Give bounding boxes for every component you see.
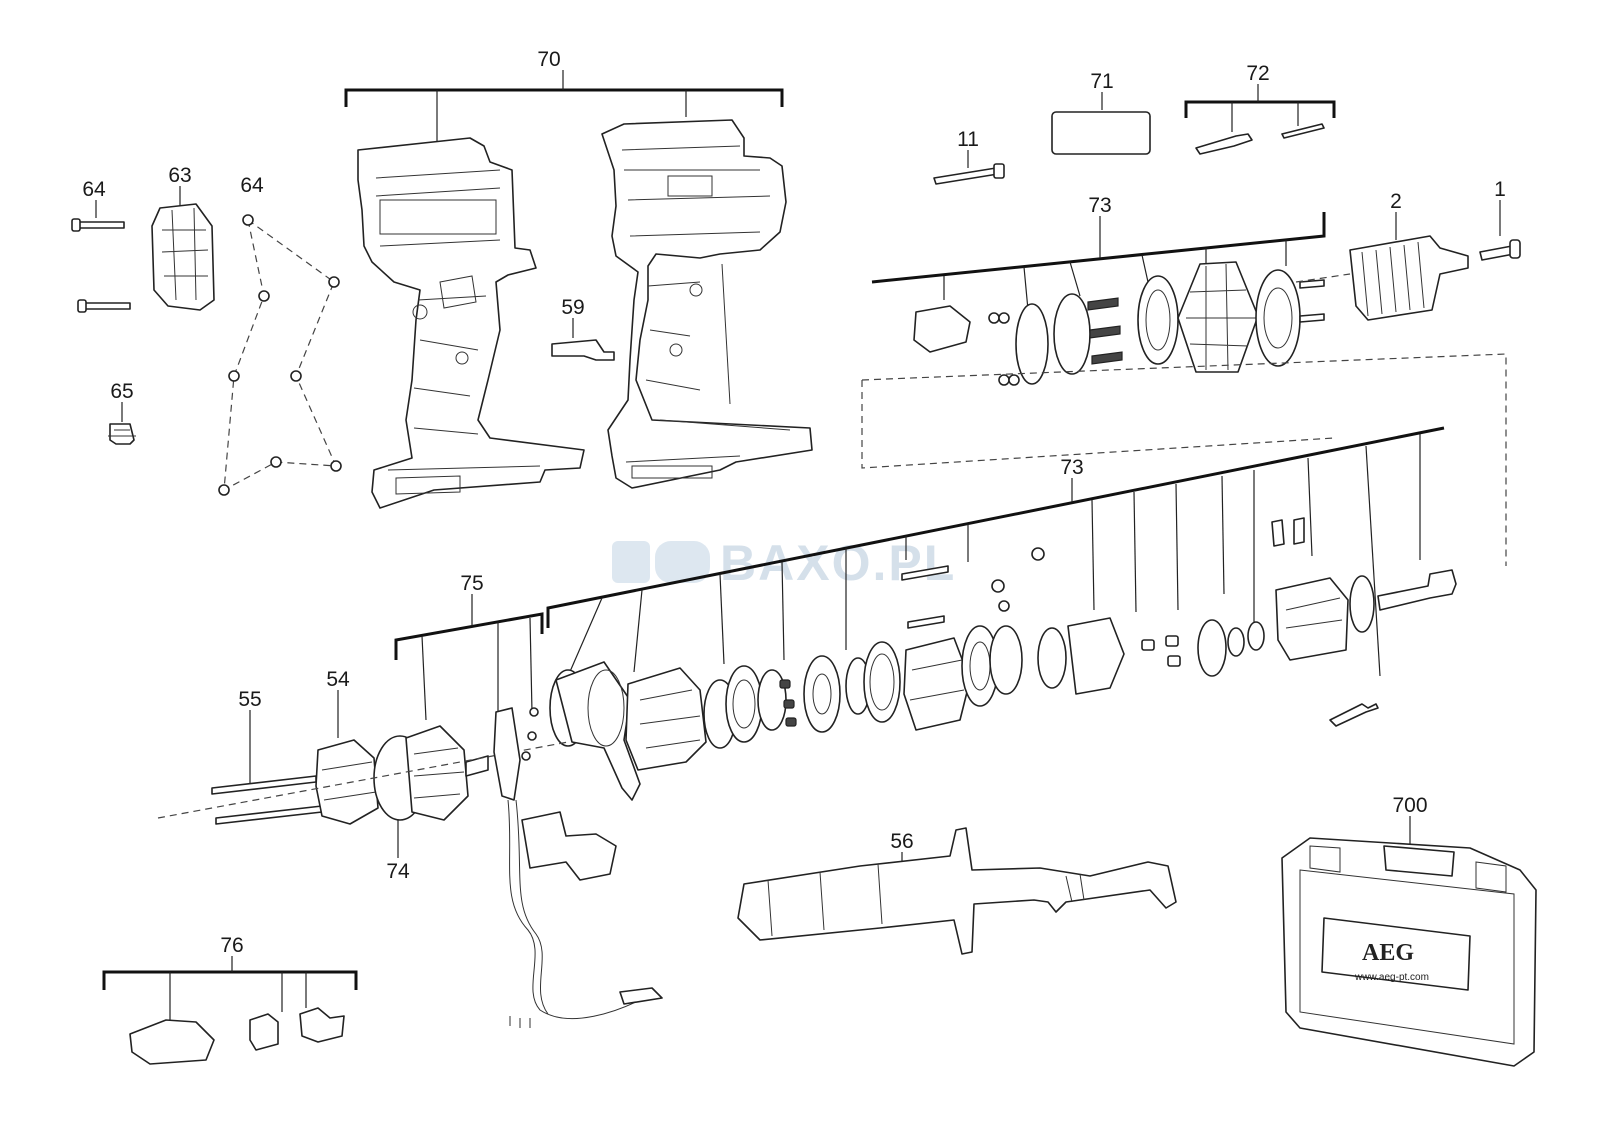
bracket-73-lower [546, 426, 1445, 691]
callout-11: 11 [957, 128, 979, 151]
callout-63: 63 [168, 164, 191, 187]
case-brand-logo: AEG [1362, 940, 1414, 966]
screws-55 [211, 775, 323, 825]
chuck-screw-1 [1479, 239, 1521, 261]
callout-72: 72 [1246, 62, 1269, 85]
callout-56: 56 [890, 830, 913, 853]
callout-700: 700 [1392, 794, 1427, 817]
label-plate-71 [1051, 111, 1151, 155]
bracket-73-upper [871, 212, 1326, 311]
bracket-72 [1184, 84, 1336, 155]
upper-gear-parts [913, 261, 1325, 386]
callout-76: 76 [220, 934, 243, 957]
case-url: www.aeg-pt.com [1354, 972, 1429, 983]
callout-71: 71 [1090, 70, 1113, 93]
motor-axis [157, 741, 569, 819]
callout-2: 2 [1390, 190, 1402, 213]
callout-1: 1 [1494, 178, 1506, 201]
pcb-75 [493, 707, 539, 801]
connection-frame [861, 353, 1507, 566]
pin-11 [933, 163, 1005, 185]
callout-70: 70 [537, 48, 560, 71]
callout-54: 54 [326, 668, 350, 691]
motor-74 [373, 725, 489, 821]
bracket-75 [394, 594, 544, 721]
housing-screws-64 [218, 214, 342, 496]
callout-73-upper: 73 [1088, 194, 1111, 217]
carry-case-700: AEG www.aeg-pt.com [1281, 837, 1537, 1067]
housing-right-half [601, 119, 813, 489]
side-handle-56 [737, 827, 1177, 955]
callout-59: 59 [561, 296, 584, 319]
bracket-76 [102, 956, 358, 1022]
bracket-70: 70 [344, 48, 784, 142]
trigger-switch [507, 799, 663, 1028]
callout-73-lower: 73 [1060, 456, 1083, 479]
switch-lever-59 [551, 339, 615, 361]
callout-64-left: 64 [82, 178, 106, 201]
callout-65: 65 [110, 380, 133, 403]
screws-64-left [71, 218, 131, 313]
chuck-2 [1349, 235, 1469, 321]
watermark-text: BAXO.PL [720, 535, 956, 591]
callout-55: 55 [238, 688, 261, 711]
housing-left-half [357, 137, 585, 509]
end-cap-63 [151, 203, 215, 311]
callout-74: 74 [386, 860, 410, 883]
battery-terminals-76 [129, 1007, 345, 1065]
gearbox-parts [549, 517, 1457, 801]
clip-65 [108, 423, 136, 445]
callout-75: 75 [460, 572, 483, 595]
motor-cover-54 [315, 739, 379, 825]
callout-64-right: 64 [240, 174, 264, 197]
watermark: BAXO.PL [612, 535, 956, 591]
